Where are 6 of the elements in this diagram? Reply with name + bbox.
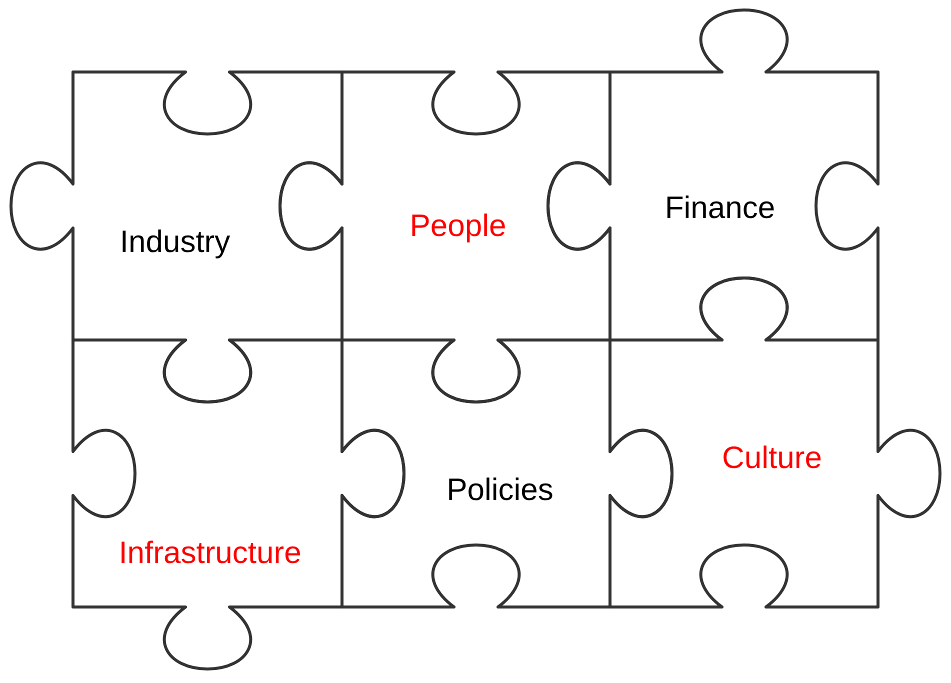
piece-label: Finance [664,190,776,226]
piece-label: Policies [446,472,554,508]
piece-label: People [410,208,506,244]
piece-label: Infrastructure [118,535,302,571]
piece-label: Industry [120,224,230,260]
piece-label: Culture [722,440,822,476]
